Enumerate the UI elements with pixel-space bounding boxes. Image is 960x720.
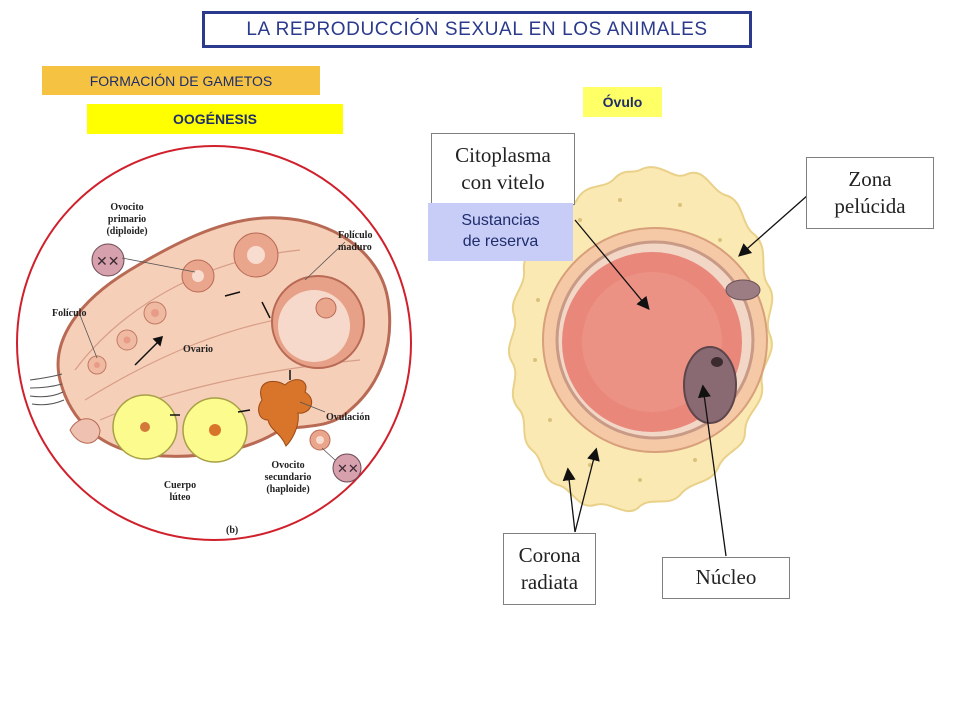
label-sustancias-text: Sustancias de reserva <box>461 212 540 250</box>
label-figure-letter: (b) <box>226 525 238 536</box>
nucleolus <box>711 357 723 367</box>
label-zona-pelucida: Zona pelúcida <box>806 157 934 229</box>
growing-follicle <box>192 270 204 282</box>
label-ovocito-primario-1: Ovocito <box>110 202 143 213</box>
formacion-gametos-text: FORMACIÓN DE GAMETOS <box>89 72 273 89</box>
arrow-citoplasma <box>574 219 650 311</box>
ovary-illustration: ✕✕ ✕✕ Ovocito primario (diploide) Folícu… <box>16 145 412 541</box>
label-ovocito-secundario-1: Ovocito <box>271 460 304 471</box>
label-foliculo: Folículo <box>52 308 86 319</box>
ovulated-oocyte-nucleus <box>316 436 324 444</box>
ovulo-text: Óvulo <box>602 94 643 110</box>
label-ovocito-secundario-2: secundario <box>265 472 312 483</box>
page-title: LA REPRODUCCIÓN SEXUAL EN LOS ANIMALES <box>202 11 752 48</box>
ruptured-follicle <box>258 379 313 447</box>
chromosomes-haploid-inset <box>332 453 362 483</box>
mature-follicle-oocyte <box>315 297 337 319</box>
polar-body <box>725 279 761 301</box>
growing-follicle <box>247 246 265 264</box>
arrow-nucleo <box>697 384 727 557</box>
label-corona-radiata: Corona radiata <box>503 533 596 605</box>
label-cuerpo-luteo-1: Cuerpo <box>164 480 196 491</box>
label-sustancias-reserva: Sustancias de reserva <box>428 203 573 261</box>
formacion-gametos-tag: FORMACIÓN DE GAMETOS <box>42 66 320 95</box>
label-citoplasma-text: Citoplasma con vitelo <box>455 142 551 194</box>
arrow-zona <box>738 194 809 257</box>
label-ovocito-primario-2: primario <box>108 214 146 225</box>
chromosome-glyph: ✕✕ <box>96 255 119 270</box>
oogenesis-text: OOGÉNESIS <box>172 111 258 127</box>
label-zona-text: Zona pelúcida <box>834 166 906 218</box>
primary-follicle <box>123 336 131 344</box>
label-ovulacion: Ovulación <box>326 412 370 423</box>
chromosome-glyph: ✕✕ <box>337 461 359 476</box>
corpus-luteum <box>69 394 248 463</box>
label-nucleo: Núcleo <box>662 557 790 599</box>
label-foliculo-maduro-1: Folículo <box>338 230 372 241</box>
ovum-illustration <box>507 166 774 513</box>
label-ovario: Ovario <box>183 344 213 355</box>
label-cuerpo-luteo-2: lúteo <box>169 492 190 503</box>
label-citoplasma: Citoplasma con vitelo <box>431 133 575 205</box>
ovary-leader-lines <box>79 241 346 461</box>
label-ovocito-primario-3: (diploide) <box>106 226 147 237</box>
label-foliculo-maduro-2: maduro <box>338 242 372 253</box>
label-nucleo-text: Núcleo <box>695 565 757 590</box>
chromosomes-diploid-inset <box>91 243 125 277</box>
follicles <box>87 232 365 375</box>
primary-follicle <box>94 362 100 368</box>
page-title-text: LA REPRODUCCIÓN SEXUAL EN LOS ANIMALES <box>246 18 708 40</box>
ovary-hilum <box>29 373 65 406</box>
label-ovocito-secundario-3: (haploide) <box>266 484 309 495</box>
arrow-corona-2 <box>574 447 600 533</box>
primary-follicle <box>151 309 159 317</box>
arrow-corona-1 <box>562 467 576 533</box>
ovulo-tag: Óvulo <box>583 87 662 117</box>
oogenesis-tag: OOGÉNESIS <box>87 104 343 134</box>
cycle-arrows <box>134 291 291 416</box>
label-corona-text: Corona radiata <box>518 542 581 594</box>
